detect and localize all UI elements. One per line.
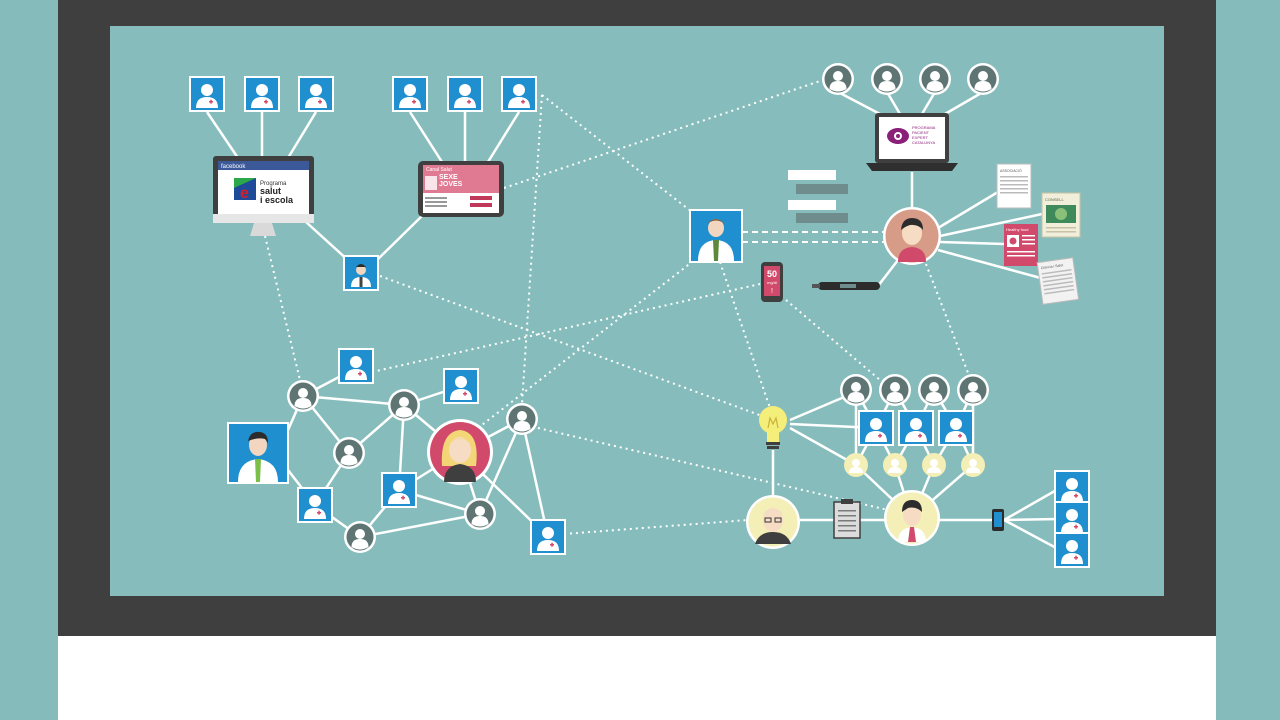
- monitor-header: facebook: [221, 164, 246, 170]
- user-icon: [1054, 501, 1090, 537]
- tablet: Canal Salut SEXE JOVES: [418, 161, 504, 217]
- user-node-icon: [333, 437, 365, 469]
- svg-text:!: !: [771, 288, 773, 295]
- doctor-tile-middle: [689, 209, 743, 263]
- user-node-icon: [871, 63, 903, 95]
- documents: ASSOCIACIÓ CONSELL Healthy food: [996, 163, 1081, 305]
- user-icon: [898, 410, 934, 446]
- top-right-users: [822, 63, 999, 95]
- user-tiles-far-right: [1054, 470, 1090, 568]
- user-icon: [1054, 470, 1090, 506]
- monitor-line1: Programa: [260, 181, 287, 187]
- woman-node-yellow: [884, 490, 940, 546]
- laptop: PROGRAMA PACIENT EXPERT CATALUNYA: [866, 113, 958, 171]
- laptop-line4: CATALUNYA: [912, 140, 935, 145]
- svg-text:ASSOCIACIÓ: ASSOCIACIÓ: [1000, 168, 1022, 173]
- smartphone-icon: [992, 509, 1004, 531]
- user-icon: [1054, 532, 1090, 568]
- monitor-line2: salut: [260, 186, 281, 196]
- document-4: Ciència i Salut: [1036, 257, 1080, 305]
- woman-node-pink: [427, 419, 493, 485]
- user-icon: [447, 76, 483, 112]
- woman-node-peach: [883, 207, 941, 265]
- user-icon: [530, 519, 566, 555]
- laptop-line3: EXPERT: [912, 135, 928, 140]
- screen: facebook e Programa salut i escola Canal…: [110, 26, 1164, 596]
- document-1: ASSOCIACIÓ: [996, 163, 1032, 209]
- chat-bubbles: [788, 170, 848, 223]
- right-cluster: [840, 374, 989, 477]
- svg-text:Healthy food: Healthy food: [1006, 227, 1028, 232]
- user-node-icon: [844, 453, 868, 477]
- svg-text:CONSELL: CONSELL: [1045, 197, 1064, 202]
- user-icon: [858, 410, 894, 446]
- tablet-line2: JOVES: [439, 181, 463, 188]
- network-diagram: facebook e Programa salut i escola Canal…: [189, 63, 1090, 568]
- monitor-line3: i escola: [260, 195, 294, 205]
- user-icon: [338, 348, 374, 384]
- user-node-icon: [922, 453, 946, 477]
- user-icon: [244, 76, 280, 112]
- laptop-chin: [58, 636, 1216, 720]
- clipboard-icon: [833, 499, 861, 539]
- laptop-line2: PACIENT: [912, 130, 930, 135]
- user-node-icon: [506, 403, 538, 435]
- user-tile-hub: [343, 255, 379, 291]
- user-icon: [443, 368, 479, 404]
- elderly-man-node: [746, 495, 800, 549]
- insulin-pen-icon: [812, 282, 880, 290]
- glucose-unit: mg/dl: [767, 280, 777, 285]
- user-icon: [501, 76, 537, 112]
- glucose-value: 50: [767, 269, 777, 279]
- user-node-icon: [919, 63, 951, 95]
- user-node-icon: [961, 453, 985, 477]
- glucose-meter: 50 mg/dl !: [761, 262, 783, 302]
- user-node-icon: [822, 63, 854, 95]
- user-node-icon: [967, 63, 999, 95]
- user-node-icon: [840, 374, 872, 406]
- tablet-line1: SEXE: [439, 174, 458, 181]
- user-node-icon: [464, 498, 496, 530]
- user-icon: [298, 76, 334, 112]
- laptop-line1: PROGRAMA: [912, 125, 936, 130]
- desktop-monitor: facebook e Programa salut i escola: [213, 156, 314, 236]
- user-tiles-top-left: [189, 76, 537, 112]
- dashed-link-pair: [742, 231, 886, 243]
- user-icon: [189, 76, 225, 112]
- user-icon: [297, 487, 333, 523]
- program-logo-e: e: [240, 185, 249, 202]
- lightbulb-icon: [759, 406, 787, 449]
- user-node-icon: [388, 389, 420, 421]
- tablet-header: Canal Salut: [426, 167, 452, 173]
- document-3: Healthy food: [1004, 224, 1038, 266]
- user-node-icon: [918, 374, 950, 406]
- document-2: CONSELL: [1041, 192, 1081, 238]
- user-icon: [392, 76, 428, 112]
- user-node-icon: [957, 374, 989, 406]
- user-icon: [381, 472, 417, 508]
- user-node-icon: [883, 453, 907, 477]
- user-node-icon: [879, 374, 911, 406]
- user-icon: [938, 410, 974, 446]
- user-node-icon: [287, 380, 319, 412]
- doctor-tile-large: [227, 422, 289, 484]
- svg-text:Ciència i Salut: Ciència i Salut: [1041, 263, 1064, 270]
- user-node-icon: [344, 521, 376, 553]
- dotted-links: [264, 79, 971, 535]
